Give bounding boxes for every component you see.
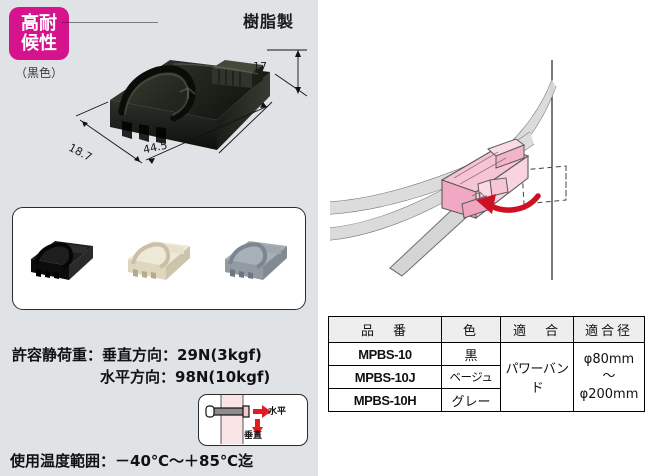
load-horizontal: 水平方向：98N(10kgf) xyxy=(100,367,271,386)
cell-model: MPBS-10H xyxy=(328,388,442,412)
variant-black xyxy=(30,240,93,280)
color-variants-box xyxy=(12,207,306,310)
material-label: 樹脂製 xyxy=(243,12,295,31)
header-model: 品 番 xyxy=(328,316,442,343)
dimension-height: 17 xyxy=(253,60,267,73)
variant-beige xyxy=(127,240,190,280)
temperature-range: 使用温度範囲：－40℃～＋85℃迄 xyxy=(10,452,254,470)
load-line-1: 許容静荷重：垂直方向：29N(3kgf) xyxy=(12,345,312,367)
cell-model: MPBS-10J xyxy=(328,365,442,389)
direction-label-horizontal: 水平 xyxy=(268,407,287,417)
specification-table: 品 番 色 適 合 適合径 MPBS-10 黒 パワーバンド φ80mm ～φ2… xyxy=(328,316,645,412)
load-specification: 許容静荷重：垂直方向：29N(3kgf) 水平方向：98N(10kgf) xyxy=(12,345,312,389)
installation-illustration xyxy=(329,18,650,303)
weather-resistance-badge: 高耐 候性 xyxy=(9,7,69,60)
table-row: MPBS-10 黒 パワーバンド φ80mm ～φ200mm xyxy=(328,342,645,412)
table-row: MPBS-10J ベージュ xyxy=(328,365,645,389)
cell-fit: パワーバンド xyxy=(500,342,574,412)
diameter-line-2: ～φ200mm xyxy=(579,369,639,402)
header-fit: 適 合 xyxy=(500,316,574,343)
header-diameter: 適合径 xyxy=(573,316,645,343)
load-direction-diagram xyxy=(198,394,308,446)
table-header-row: 品 番 色 適 合 適合径 xyxy=(328,316,645,343)
cell-model: MPBS-10 xyxy=(328,342,442,366)
cell-color: 黒 xyxy=(441,342,501,366)
cell-color: ベージュ xyxy=(441,365,501,389)
badge-line-1: 高耐 xyxy=(21,13,57,35)
load-label: 許容静荷重： xyxy=(12,346,103,364)
cell-diameter: φ80mm ～φ200mm xyxy=(573,342,645,412)
hero-product-image xyxy=(62,22,312,172)
load-vertical: 垂直方向：29N(3kgf) xyxy=(102,346,262,364)
badge-color-note: （黒色） xyxy=(14,66,63,80)
cell-color: グレー xyxy=(441,388,501,412)
header-color: 色 xyxy=(441,316,501,343)
badge-line-2: 候性 xyxy=(21,32,57,54)
variant-gray xyxy=(225,240,288,280)
direction-label-vertical: 垂直 xyxy=(244,431,263,441)
diameter-line-1: φ80mm xyxy=(583,351,635,367)
table-row: MPBS-10H グレー xyxy=(328,388,645,412)
